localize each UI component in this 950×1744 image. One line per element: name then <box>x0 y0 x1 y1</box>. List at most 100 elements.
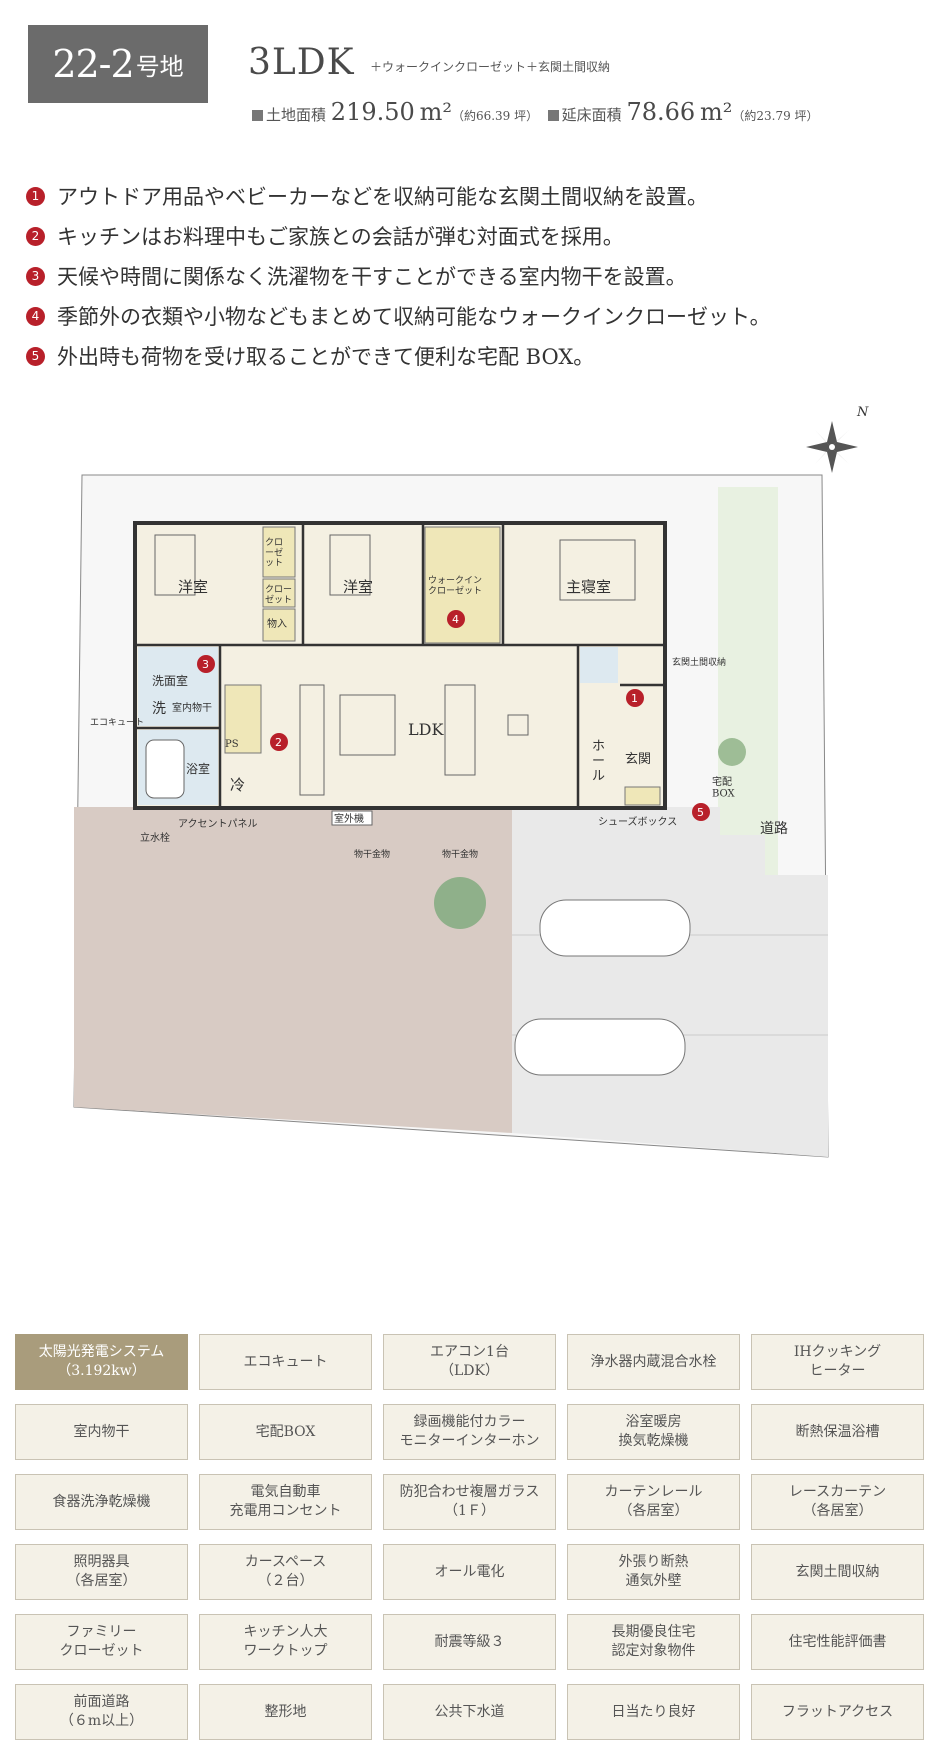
land-area-unit: m² <box>419 98 452 126</box>
equipment-item: エアコン1台 （LDK） <box>383 1334 556 1390</box>
room-fridge: 冷 <box>230 776 245 794</box>
equipment-item: 防犯合わせ複層ガラス （1Ｆ） <box>383 1474 556 1530</box>
equipment-item: 浄水器内蔵混合水栓 <box>567 1334 740 1390</box>
svg-text:4: 4 <box>452 613 459 626</box>
equipment-item: 長期優良住宅 認定対象物件 <box>567 1614 740 1670</box>
closet-2 <box>262 578 296 608</box>
feature-text: 季節外の衣類や小物などもまとめて収納可能なウォークインクローゼット。 <box>57 305 771 329</box>
equipment-item: 前面道路 （６m以上） <box>15 1684 188 1740</box>
feature-marker: 2 <box>270 733 288 751</box>
svg-text:2: 2 <box>275 736 282 749</box>
equipment-item: 公共下水道 <box>383 1684 556 1740</box>
furniture <box>154 534 636 796</box>
feature-marker: 1 <box>626 689 644 707</box>
feature-text: 天候や時間に関係なく洗濯物を干すことができる室内物干を設置。 <box>57 265 687 289</box>
shoes-box <box>624 786 661 806</box>
bathtub <box>145 739 185 799</box>
equipment-item: キッチン人大 ワークトップ <box>199 1614 372 1670</box>
storage-closet <box>262 608 296 642</box>
floor-plan: N 洋室 洋室 主寝室 クローゼット <box>73 405 869 1158</box>
ecocute-label: エコキュート <box>90 718 144 728</box>
shoes-box-label: シューズボックス <box>598 815 677 828</box>
equipment-item: オール電化 <box>383 1544 556 1600</box>
lot-suffix: 号地 <box>135 52 184 81</box>
equipment-item: 太陽光発電システム （3.192kw） <box>15 1334 188 1390</box>
land-area-tsubo: （約66.39 坪） <box>451 109 539 123</box>
floor-area-tsubo: （約23.79 坪） <box>732 109 819 123</box>
equipment-item: 玄関土間収納 <box>751 1544 924 1600</box>
equipment-item: 録画機能付カラー モニターインターホン <box>383 1404 556 1460</box>
svg-text:1: 1 <box>631 692 638 705</box>
room-western-1: 洋室 <box>178 578 208 596</box>
feature-number: 4 <box>26 306 45 326</box>
land-area-label: 土地面積 <box>266 106 327 124</box>
equipment-item: IHクッキング ヒーター <box>751 1334 924 1390</box>
yard <box>74 807 512 1133</box>
car-icon <box>514 1018 686 1076</box>
square-bullet-icon <box>252 110 263 121</box>
equipment-item: ファミリー クローゼット <box>15 1614 188 1670</box>
north-label: N <box>856 405 869 420</box>
equipment-item: 照明器具 （各居室） <box>15 1544 188 1600</box>
svg-text:3: 3 <box>202 658 209 671</box>
feature-number: 3 <box>26 266 45 286</box>
feature-marker: 3 <box>197 655 215 673</box>
toilet-area <box>580 647 618 683</box>
land-area-value: 219.50 <box>330 98 415 126</box>
room-master-bedroom: 主寝室 <box>566 578 611 596</box>
compass-icon <box>806 421 858 473</box>
shrub-icon <box>718 738 746 766</box>
equipment-item: エコキュート <box>199 1334 372 1390</box>
room-washroom: 洗面室 <box>152 673 188 688</box>
room-closet-1: クローゼット <box>265 537 283 569</box>
room-ldk: LDK <box>408 720 444 739</box>
equipment-item: 住宅性能評価書 <box>751 1614 924 1670</box>
building <box>133 521 667 810</box>
equipment-item: 浴室暖房 換気乾燥機 <box>567 1404 740 1460</box>
outdoor-unit-label: 室外機 <box>334 812 364 825</box>
outdoor-unit <box>331 810 373 826</box>
feature-text: アウトドア用品やベビーカーなどを収納可能な玄関土間収納を設置。 <box>57 185 708 209</box>
accent-panel-label: アクセントパネル <box>178 818 258 830</box>
car-icon <box>539 899 691 957</box>
equipment-item: カースペース （２台） <box>199 1544 372 1600</box>
feature-marker: 4 <box>447 610 465 628</box>
equipment-item: 日当たり良好 <box>567 1684 740 1740</box>
equipment-item: 食器洗浄乾燥機 <box>15 1474 188 1530</box>
drying-closet <box>224 684 262 754</box>
interior-walls <box>135 523 665 807</box>
area-summary: 土地面積 219.50 m²（約66.39 坪） 延床面積 78.66 m²（約… <box>252 98 819 126</box>
floor-area-unit: m² <box>699 98 733 126</box>
equipment-item: 室内物干 <box>15 1404 188 1460</box>
equipment-item: 外張り断熱 通気外壁 <box>567 1544 740 1600</box>
equipment-item: 整形地 <box>199 1684 372 1740</box>
feature-marker: 5 <box>692 803 710 821</box>
feature-item: 1 アウトドア用品やベビーカーなどを収納可能な玄関土間収納を設置。 <box>26 176 771 216</box>
faucet-label: 立水栓 <box>140 831 170 844</box>
equipment-item: 電気自動車 充電用コンセント <box>199 1474 372 1530</box>
svg-text:5: 5 <box>697 806 704 819</box>
dryer-hardware-label-1: 物干金物 <box>354 848 390 860</box>
dryer-hardware-label-2: 物干金物 <box>442 848 478 860</box>
plan-extra: ＋ウォークインクローゼット＋玄関土間収納 <box>370 60 611 74</box>
equipment-item: カーテンレール （各居室） <box>567 1474 740 1530</box>
feature-item: 4 季節外の衣類や小物などもまとめて収納可能なウォークインクローゼット。 <box>26 296 771 336</box>
entry-storage-label: 玄関土間収納 <box>672 656 726 668</box>
equipment-item: 断熱保温浴槽 <box>751 1404 924 1460</box>
room-closet-2: クローゼット <box>265 584 292 605</box>
equipment-item: 宅配BOX <box>199 1404 372 1460</box>
feature-item: 3 天候や時間に関係なく洗濯物を干すことができる室内物干を設置。 <box>26 256 771 296</box>
room-western-2: 洋室 <box>343 578 373 596</box>
road-label: 道路 <box>760 821 788 837</box>
room-storage: 物入 <box>267 617 287 630</box>
equipment-item: レースカーテン （各居室） <box>751 1474 924 1530</box>
room-walk-in-closet: ウォークインクローゼット <box>428 575 482 596</box>
room-indoor-drying: 室内物干 <box>172 701 212 714</box>
closet-1 <box>262 526 296 578</box>
room-washer: 洗 <box>152 701 166 717</box>
feature-number: 1 <box>26 186 45 206</box>
room-entrance: 玄関 <box>625 752 651 767</box>
